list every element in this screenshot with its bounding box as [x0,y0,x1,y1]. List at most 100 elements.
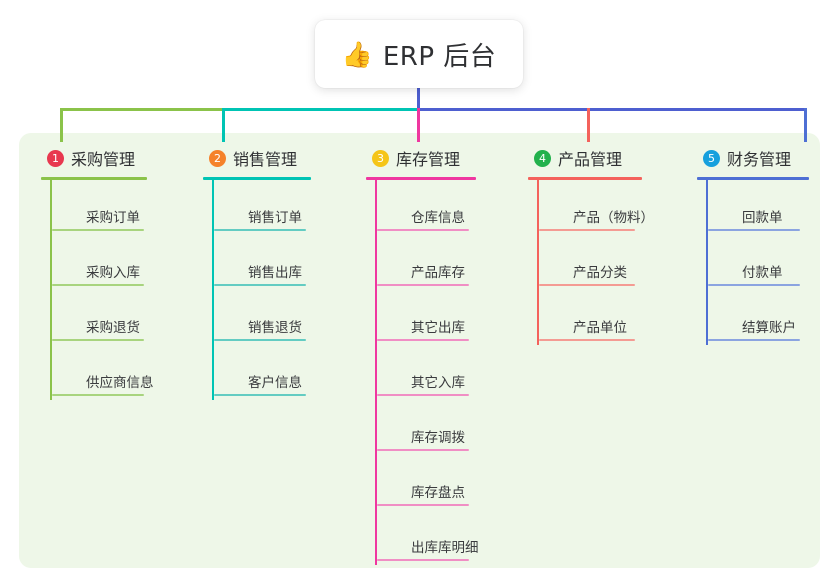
drop-branch-4 [587,108,590,142]
leaf-item-rule [377,559,469,561]
leaf-item-rule [377,284,469,286]
leaf-item-label: 产品分类 [573,265,627,281]
branch-number-badge: 5 [703,149,720,167]
root-node[interactable]: 👍 ERP 后台 [315,20,523,88]
branch-header-3[interactable]: 3 库存管理 [366,146,476,170]
leaf-item-rule [377,449,469,451]
leaf-item[interactable]: 销售退货 [214,290,311,345]
branch-number-badge: 2 [209,149,226,167]
leaf-item-rule [52,284,144,286]
trunk-segment-mid [222,108,420,111]
leaf-item-rule [708,339,800,341]
leaf-item-rule [539,339,635,341]
branch-column-5: 5 财务管理回款单付款单结算账户 [697,146,809,345]
leaf-item-rule [214,339,306,341]
branch-items: 销售订单销售出库销售退货客户信息 [203,180,311,400]
branch-title: 产品管理 [558,150,623,169]
branch-header-rule [528,177,642,180]
leaf-item-rule [214,394,306,396]
branch-spine [50,180,52,400]
leaf-item[interactable]: 采购订单 [52,180,147,235]
branch-title: 财务管理 [727,150,792,169]
leaf-item[interactable]: 采购退货 [52,290,147,345]
leaf-item-rule [377,229,469,231]
leaf-item[interactable]: 供应商信息 [52,345,154,400]
leaf-item-label: 产品（物料） [573,210,654,226]
branch-number-badge: 1 [47,149,64,167]
branch-spine [706,180,708,345]
leaf-item-label: 销售出库 [248,265,302,281]
leaf-item-rule [539,284,635,286]
root-stem [417,88,420,110]
leaf-item[interactable]: 产品单位 [539,290,642,345]
leaf-item[interactable]: 产品分类 [539,235,642,290]
leaf-item[interactable]: 其它入库 [377,345,476,400]
drop-branch-5 [804,108,807,142]
leaf-item-label: 销售退货 [248,320,302,336]
leaf-item[interactable]: 回款单 [708,180,809,235]
branch-items: 产品（物料） 产品分类产品单位 [528,180,654,345]
branch-column-2: 2 销售管理销售订单销售出库销售退货客户信息 [203,146,311,400]
branches-panel [19,133,820,568]
leaf-item-rule [539,229,635,231]
leaf-item-label: 其它出库 [411,320,465,336]
leaf-item-label: 产品单位 [573,320,627,336]
leaf-item-label: 产品库存 [411,265,465,281]
leaf-item-label: 供应商信息 [86,375,154,391]
leaf-item[interactable]: 仓库信息 [377,180,476,235]
branch-items: 回款单付款单结算账户 [697,180,809,345]
branch-header-rule [203,177,311,180]
leaf-item-rule [52,394,144,396]
leaf-item-label: 其它入库 [411,375,465,391]
trunk-segment-right [417,108,807,111]
leaf-item[interactable]: 库存调拨 [377,400,476,455]
leaf-item-label: 库存盘点 [411,485,465,501]
leaf-item[interactable]: 付款单 [708,235,809,290]
branch-title: 库存管理 [396,150,461,169]
branch-number-badge: 3 [372,149,389,167]
leaf-item-rule [214,229,306,231]
leaf-item[interactable]: 产品（物料） [539,180,654,235]
branch-spine [375,180,377,565]
leaf-item-label: 仓库信息 [411,210,465,226]
leaf-item[interactable]: 销售订单 [214,180,311,235]
branch-column-3: 3 库存管理仓库信息产品库存其它出库其它入库库存调拨库存盘点出库库明细 [366,146,479,565]
leaf-item-label: 库存调拨 [411,430,465,446]
branch-header-5[interactable]: 5 财务管理 [697,146,809,170]
branch-number-badge: 4 [534,149,551,167]
branch-spine [212,180,214,400]
branch-header-4[interactable]: 4 产品管理 [528,146,642,170]
leaf-item-label: 结算账户 [742,320,796,336]
trunk-segment-left [60,108,225,111]
leaf-item-label: 采购订单 [86,210,140,226]
branch-items: 仓库信息产品库存其它出库其它入库库存调拨库存盘点出库库明细 [366,180,479,565]
branch-title: 销售管理 [233,150,298,169]
leaf-item[interactable]: 产品库存 [377,235,476,290]
root-title: ERP 后台 [382,41,497,72]
leaf-item[interactable]: 出库库明细 [377,510,479,565]
leaf-item-rule [377,504,469,506]
leaf-item-rule [214,284,306,286]
leaf-item-label: 回款单 [742,210,783,226]
leaf-item-rule [52,339,144,341]
drop-branch-3 [417,108,420,142]
leaf-item[interactable]: 客户信息 [214,345,311,400]
leaf-item-label: 出库库明细 [411,540,479,556]
leaf-item-label: 采购退货 [86,320,140,336]
leaf-item-label: 付款单 [742,265,783,281]
branch-items: 采购订单采购入库采购退货供应商信息 [41,180,154,400]
drop-branch-2 [222,108,225,142]
leaf-item-label: 客户信息 [248,375,302,391]
branch-header-2[interactable]: 2 销售管理 [203,146,311,170]
leaf-item-label: 销售订单 [248,210,302,226]
leaf-item[interactable]: 销售出库 [214,235,311,290]
branch-header-rule [41,177,147,180]
branch-spine [537,180,539,345]
leaf-item-label: 采购入库 [86,265,140,281]
leaf-item[interactable]: 结算账户 [708,290,809,345]
leaf-item[interactable]: 库存盘点 [377,455,476,510]
leaf-item[interactable]: 其它出库 [377,290,476,345]
leaf-item[interactable]: 采购入库 [52,235,147,290]
